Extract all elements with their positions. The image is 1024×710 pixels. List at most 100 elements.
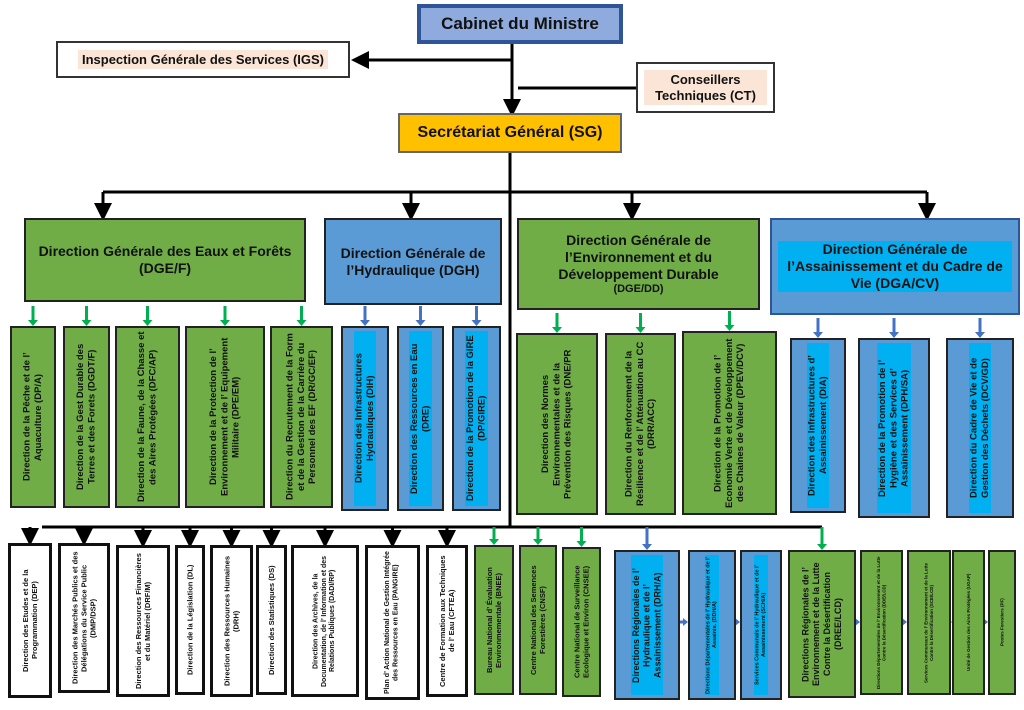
attached-structure-9: Centre de Formation aux Techniques de l’… [426, 545, 468, 697]
attached-structure-17: Directions Départementales de l’ Environ… [860, 550, 903, 695]
attached-structure-5-label: Direction des Ressources Humaines (DRH) [222, 555, 241, 687]
directorate-12-label: Direction des Infrastructures d’ Assaini… [806, 343, 830, 508]
attached-structure-20: Postes Forestiers (PF) [988, 550, 1016, 695]
general-directorate-3: Direction Générale de l’Environnement et… [517, 218, 760, 310]
inspection-generale-des-services: Inspection Générale des Services (IGS) [56, 41, 350, 78]
directorate-7-label: Direction des Ressources en Eau (DRE) [409, 331, 432, 506]
directorate-14-label: Direction du Cadre de Vie et de Gestion … [968, 343, 992, 513]
directorate-10: Direction du Renforcement de la Résilien… [605, 333, 676, 515]
directorate-1: Direction de la Pêche et de l’ Aquacultu… [10, 326, 56, 508]
attached-structure-18-label: Services Communaux de l’ Environnement e… [923, 562, 934, 683]
arrow-icon [220, 306, 230, 326]
directorate-11: Direction de la Promotion de l’ Economie… [682, 331, 777, 515]
directorate-4-label: Direction de la Protection de l’ Environ… [207, 337, 242, 497]
conseillers-techniques-label: Conseillers Techniques (CT) [644, 69, 767, 106]
general-directorate-1: Direction Générale des Eaux et Forêts (D… [24, 218, 306, 302]
arrow-icon [296, 306, 307, 326]
attached-structure-10-label: Bureau National d’ Évaluation Environmem… [485, 567, 503, 673]
arrow-icon [889, 318, 899, 338]
attached-structure-17-label: Directions Départementales de l’ Environ… [876, 556, 887, 689]
arrow-icon [680, 618, 688, 626]
directorate-2: Direction de la Gest Durable des Terres … [63, 326, 110, 508]
general-directorate-1-label: Direction Générale des Eaux et Forêts (D… [38, 243, 292, 276]
attached-structure-20-label: Postes Forestiers (PF) [999, 598, 1005, 647]
attached-structure-12: Centre National de Surveillance Ecologiq… [562, 547, 601, 697]
arrow-icon [724, 311, 735, 331]
directorate-8-label: Direction de la Promotion de la GIRE (DP… [465, 331, 488, 506]
arrow-icon [533, 527, 543, 545]
arrow-icon [735, 618, 740, 626]
directorate-12: Direction des Infrastructures d’ Assaini… [790, 338, 846, 513]
attached-structure-15-label: Services Communals de l’ Hydraulique et … [754, 555, 768, 695]
attached-structure-11-label: Centre National des Semences Forestières… [529, 565, 547, 675]
directorate-5-label: Direction du Recrutement de la Form et d… [284, 333, 319, 501]
arrow-icon [552, 313, 562, 333]
directorate-10-label: Direction du Renforcement de la Résilien… [623, 341, 658, 507]
attached-structure-2-label: Direction des Marchés Publics et des Dél… [70, 551, 98, 685]
arrow-icon [642, 527, 652, 550]
attached-structure-1-label: Direction des Etudes et de la Programmat… [21, 569, 39, 672]
attached-structure-19: Unité de Gestion des Aires Protégées (UG… [952, 550, 985, 695]
attached-structure-16-label: Directions Régionales de l’ Environnemen… [800, 562, 843, 686]
directorate-5: Direction du Recrutement de la Form et d… [270, 326, 333, 508]
cabinet-du-ministre-label: Cabinet du Ministre [441, 13, 599, 33]
directorate-9-label: Direction des Normes Environnementales e… [539, 349, 574, 499]
dge-dd-acronym: (DGE/DD) [613, 282, 664, 295]
directorate-13-label: Direction de la Promotion de l’ Hygiène … [876, 343, 912, 513]
directorate-2-label: Direction de la Gest Durable des Terres … [75, 343, 98, 491]
arrow-icon [28, 306, 38, 326]
attached-structure-4: Direction de la Législation (DL) [175, 545, 205, 695]
attached-structure-3-label: Direction des Ressources Financières et … [134, 553, 152, 689]
directorate-13: Direction de la Promotion de l’ Hygiène … [858, 338, 930, 518]
arrow-icon [81, 306, 92, 326]
inspection-generale-des-services-label: Inspection Générale des Services (IGS) [77, 49, 329, 70]
secretariat-general-label: Secrétariat Général (SG) [417, 124, 603, 142]
directorate-6-label: Direction des Infrastructures Hydrauliqu… [353, 331, 377, 506]
cabinet-du-ministre: Cabinet du Ministre [417, 4, 623, 44]
directorate-4: Direction de la Protection de l’ Environ… [185, 326, 265, 508]
attached-structure-8: Plan d’ Action National de Gestion Intég… [365, 545, 420, 700]
attached-structure-12-label: Centre National de Surveillance Ecologiq… [572, 565, 591, 679]
arrow-icon [360, 306, 370, 326]
attached-structure-6: Direction des Statistiques (DS) [256, 545, 287, 695]
attached-structure-13-label: Directions Régionales de l’ Hydraulique … [630, 555, 664, 695]
arrow-icon [489, 527, 499, 545]
arrow-icon [975, 318, 985, 338]
directorate-3: Direction de la Faune, de la Chasse et d… [115, 326, 180, 508]
arrow-icon [902, 618, 907, 626]
directorate-3-label: Direction de la Faune, de la Chasse et d… [136, 331, 159, 503]
attached-structure-14: Directions Départementales de l’ Hydraul… [688, 550, 736, 700]
attached-structure-7: Direction des Archives, de la Documentat… [291, 545, 359, 697]
directorate-14: Direction du Cadre de Vie et de Gestion … [946, 338, 1014, 518]
attached-structure-9-label: Centre de Formation aux Techniques de l’… [438, 555, 456, 687]
directorate-1-label: Direction de la Pêche et de l’ Aquacultu… [21, 352, 44, 482]
arrow-icon [471, 306, 482, 326]
attached-structure-3: Direction des Ressources Financières et … [116, 545, 170, 697]
attached-structure-16: Directions Régionales de l’ Environnemen… [788, 550, 856, 698]
arrow-icon [576, 527, 587, 547]
attached-structure-8-label: Plan d’ Action National de Gestion Intég… [384, 551, 400, 694]
directorate-6: Direction des Infrastructures Hydrauliqu… [341, 326, 389, 511]
attached-structure-2: Direction des Marchés Publics et des Dél… [58, 543, 110, 693]
attached-structure-15: Services Communals de l’ Hydraulique et … [740, 550, 782, 700]
arrow-icon [817, 527, 827, 550]
conseillers-techniques: Conseillers Techniques (CT) [636, 62, 775, 113]
attached-structure-5: Direction des Ressources Humaines (DRH) [210, 545, 253, 697]
general-directorate-4-label: Direction Générale de l’Assainissement e… [778, 241, 1012, 292]
attached-structure-1: Direction des Etudes et de la Programmat… [8, 543, 52, 698]
directorate-9: Direction des Normes Environnementales e… [516, 333, 598, 515]
general-directorate-2: Direction Générale de l’Hydraulique (DGH… [324, 218, 502, 305]
general-directorate-3-label: Direction Générale de l’Environnement et… [558, 232, 719, 282]
attached-structure-18: Services Communaux de l’ Environnement e… [907, 550, 951, 695]
arrow-icon [415, 306, 426, 326]
general-directorate-4: Direction Générale de l’Assainissement e… [770, 218, 1020, 315]
attached-structure-13: Directions Régionales de l’ Hydraulique … [614, 550, 680, 700]
arrow-icon [635, 313, 646, 333]
attached-structure-19-label: Unité de Gestion des Aires Protégées (UG… [965, 573, 971, 672]
directorate-11-label: Direction de la Promotion de l’ Economie… [712, 338, 747, 508]
attached-structure-6-label: Direction des Statistiques (DS) [267, 565, 276, 675]
secretariat-general: Secrétariat Général (SG) [398, 113, 622, 153]
general-directorate-2-label: Direction Générale de l’Hydraulique (DGH… [340, 244, 486, 278]
directorate-8: Direction de la Promotion de la GIRE (DP… [452, 326, 501, 511]
